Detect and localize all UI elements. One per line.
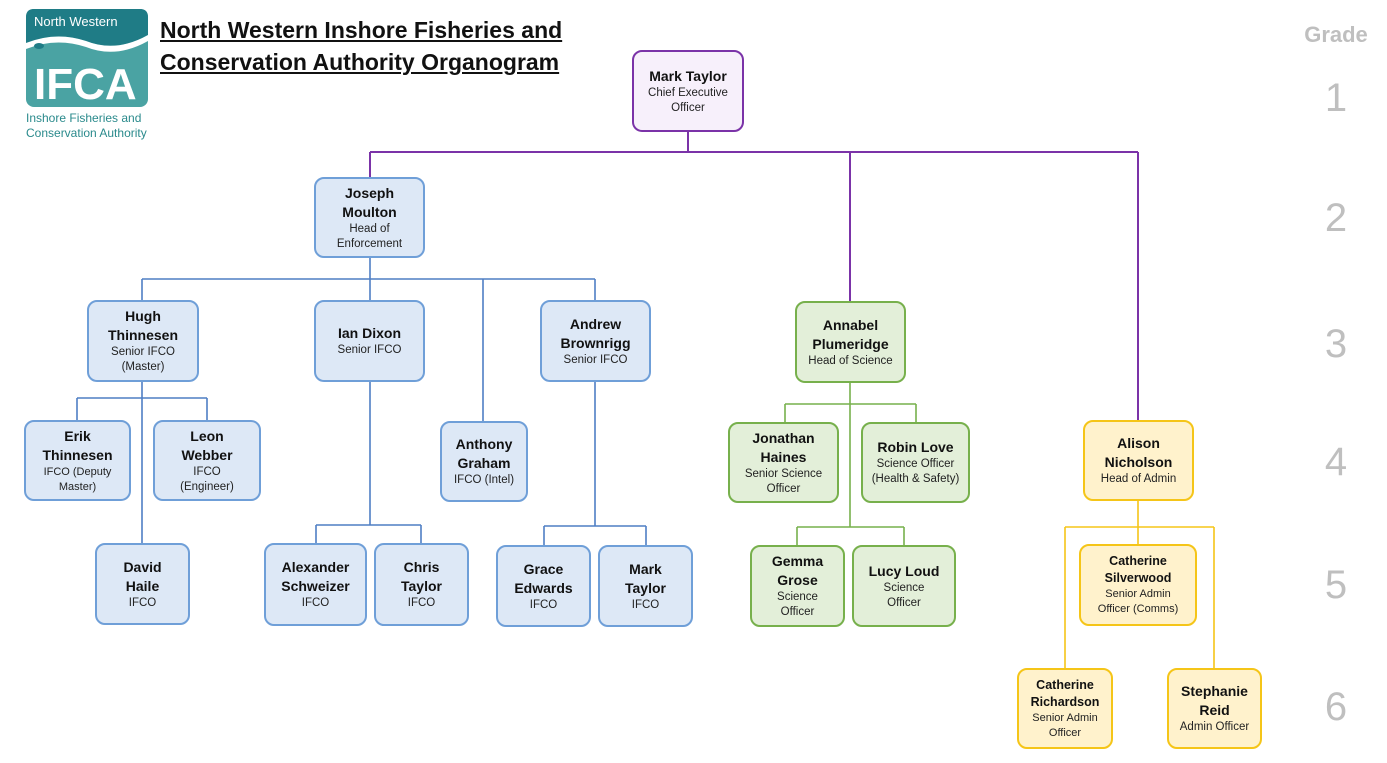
ifca-logo: North Western IFCA [26, 9, 148, 107]
enforcement-connectors [76, 258, 647, 545]
person-name: Lucy Loud [868, 562, 940, 579]
person-name: Anthony Graham [455, 436, 513, 471]
person-name: Leon Webber [181, 427, 233, 463]
person-name: Stephanie Reid [1181, 683, 1248, 718]
person-name: David Haile [123, 558, 162, 594]
logo-subtitle-line2: Conservation Authority [26, 126, 147, 140]
executive-connectors [369, 132, 1139, 420]
person-role: Head of Enforcement [336, 222, 403, 250]
person-role: Head of Admin [1100, 473, 1177, 485]
logo-subtitle-line1: Inshore Fisheries and [26, 111, 142, 125]
person-name: Mark Taylor [649, 67, 727, 84]
person-name: Chris Taylor [401, 559, 442, 594]
grade-3: 3 [1324, 322, 1348, 366]
person-role: Science Officer [777, 591, 818, 618]
person-name: Catherine Richardson [1030, 677, 1100, 709]
logo-main-text: IFCA [34, 60, 137, 107]
grade-1: 1 [1324, 76, 1348, 120]
grade-2: 2 [1324, 196, 1348, 240]
admin-connectors [1064, 501, 1215, 668]
person-role: Head of Science [808, 354, 893, 367]
person-role: Science Officer [883, 581, 925, 609]
person-name: Robin Love [877, 439, 954, 455]
grade-4: 4 [1324, 440, 1348, 484]
person-name: Hugh Thinnesen [107, 308, 178, 343]
person-name: Jonathan Haines [752, 429, 815, 465]
person-role: Senior IFCO [563, 353, 628, 366]
person-role: IFCO [407, 597, 436, 609]
person-role: IFCO [301, 597, 330, 609]
page-title: North Western Inshore Fisheries and Cons… [160, 14, 562, 78]
person-name: Joseph Moulton [342, 184, 397, 220]
grade-header: Grade [1304, 22, 1368, 47]
person-role: Senior Science Officer [744, 467, 823, 495]
person-role: Senior Admin Officer (Comms) [1097, 588, 1179, 615]
person-role: IFCO [128, 596, 157, 609]
person-name: Alexander Schweizer [281, 559, 350, 594]
title-line-1: North Western Inshore Fisheries and [160, 17, 563, 43]
person-name: Ian Dixon [337, 325, 401, 341]
person-role: IFCO [529, 598, 558, 611]
logo-top-text: North Western [34, 14, 118, 29]
person-role: IFCO (Intel) [453, 474, 515, 486]
person-role: Admin Officer [1179, 721, 1250, 733]
person-role: Science Officer (Health & Safety) [871, 458, 960, 485]
person-role: Chief Executive Officer [648, 86, 728, 114]
person-role: IFCO [631, 598, 660, 611]
grade-5: 5 [1324, 563, 1348, 607]
science-connectors [784, 383, 917, 545]
grade-6: 6 [1324, 685, 1348, 729]
person-role: Senior Admin Officer [1032, 711, 1098, 739]
person-name: Annabel Plumeridge [812, 316, 889, 352]
person-role: IFCO (Deputy Master) [43, 465, 112, 493]
person-name: Erik Thinnesen [42, 427, 113, 463]
person-name: Andrew Brownrigg [560, 315, 631, 351]
person-name: Alison Nicholson [1104, 435, 1173, 470]
person-name: Grace Edwards [514, 560, 573, 596]
person-name: Catherine Silverwood [1104, 554, 1172, 585]
logo-subtitle: Inshore Fisheries and Conservation Autho… [26, 111, 147, 141]
title-line-2: Conservation Authority Organogram [160, 49, 560, 75]
person-role: Senior IFCO [337, 344, 402, 356]
person-name: Gemma Grose [771, 553, 824, 588]
person-role: Senior IFCO (Master) [111, 346, 175, 373]
person-role: IFCO (Engineer) [180, 465, 234, 493]
person-name: Mark Taylor [625, 560, 666, 596]
